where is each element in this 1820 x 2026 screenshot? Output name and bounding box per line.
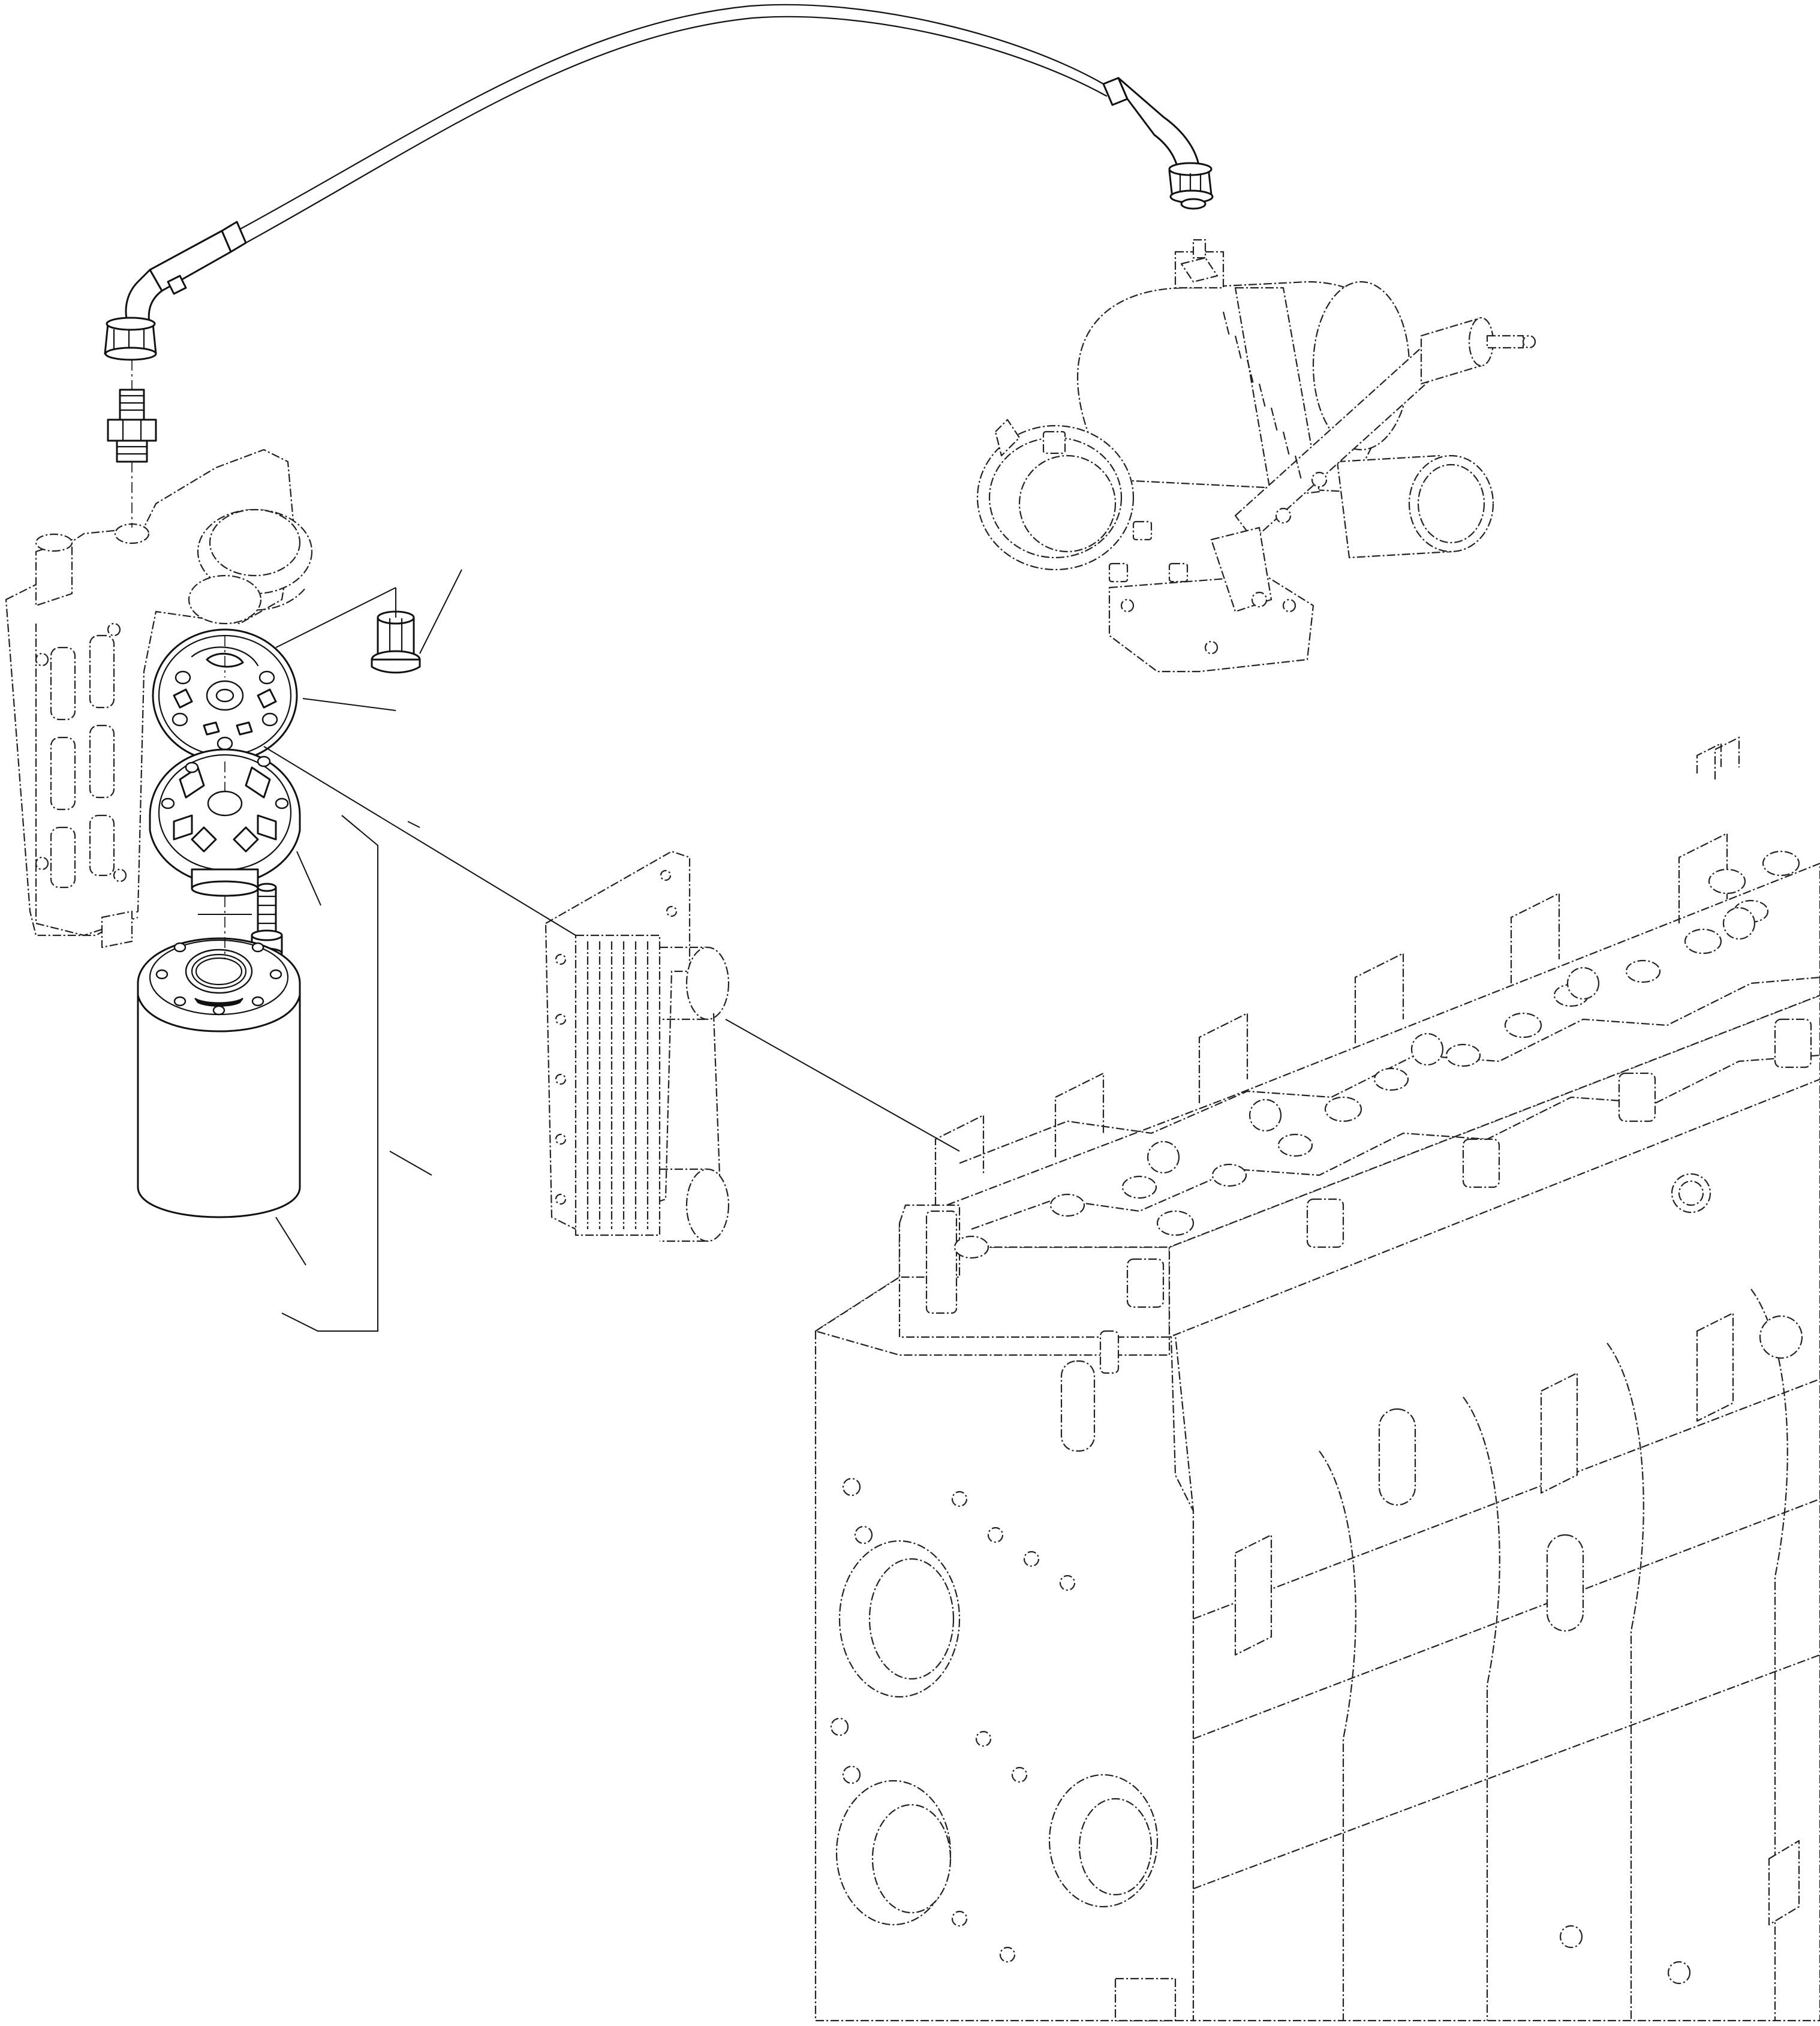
oil-cooler-heat-exchanger [545, 850, 730, 1242]
oil-filter-support [5, 448, 313, 949]
oil-filter-cartridge [137, 937, 301, 1218]
pipe-union-fitting [107, 360, 157, 528]
leader-lines [198, 569, 960, 1332]
engine-cylinder-head [898, 736, 1820, 1452]
filter-head-plate [149, 748, 301, 897]
drain-plug [371, 610, 421, 674]
oil-delivery-pipe [104, 4, 1214, 361]
turbocharger [976, 239, 1536, 673]
filter-head-gasket [152, 628, 298, 763]
